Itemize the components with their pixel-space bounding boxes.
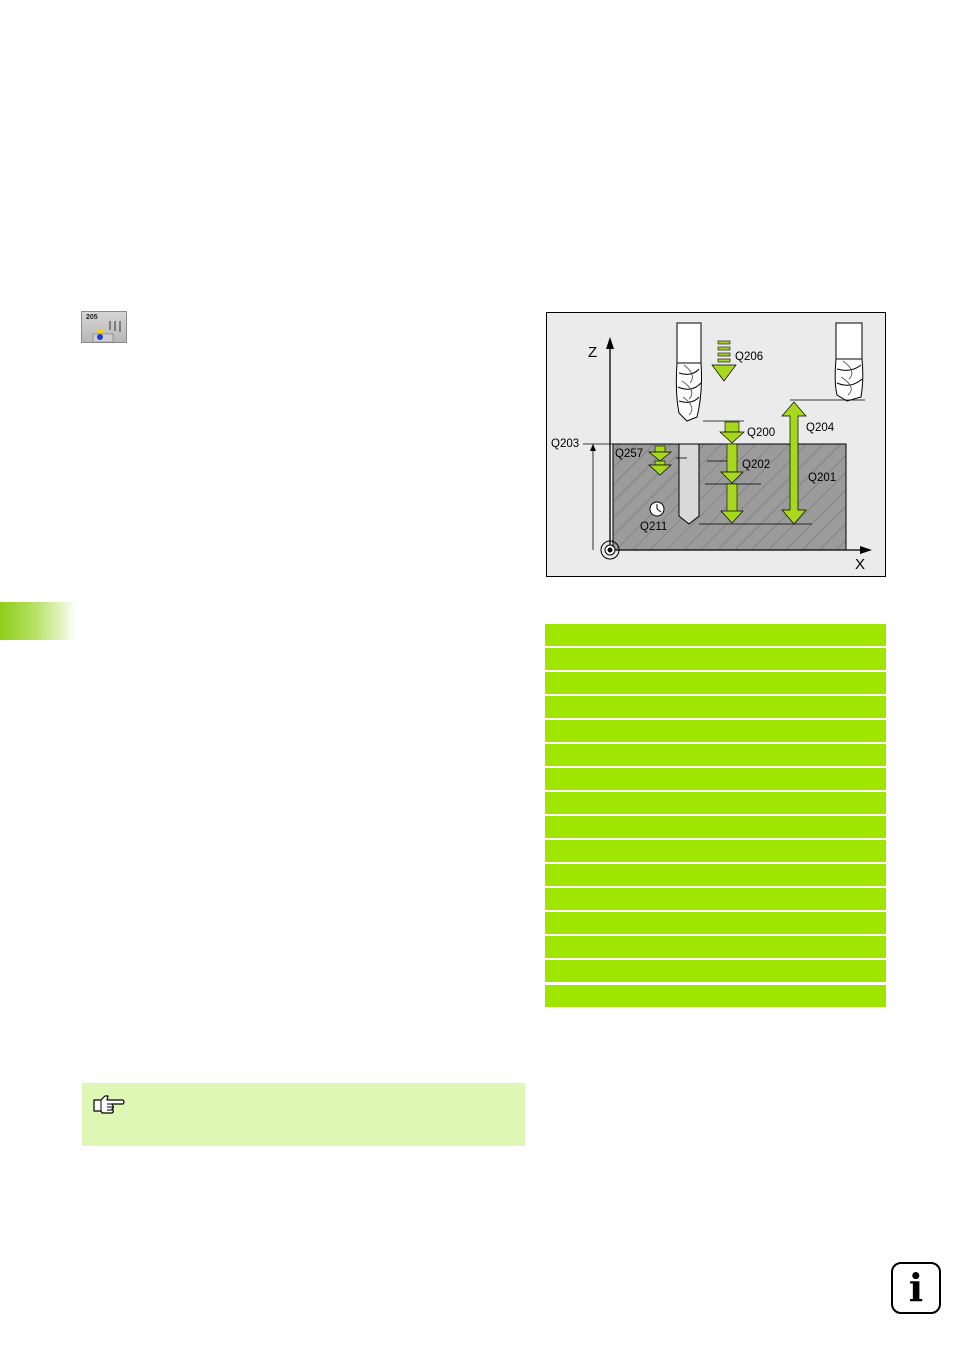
param-row-2 <box>545 648 886 670</box>
param-row-10 <box>545 840 886 862</box>
param-row-12 <box>545 888 886 910</box>
param-row-14 <box>545 936 886 958</box>
label-q200: Q200 <box>747 427 775 439</box>
label-q203: Q203 <box>551 438 579 450</box>
axis-z-label: Z <box>588 344 597 361</box>
label-q211: Q211 <box>640 521 667 533</box>
pointing-hand-icon <box>93 1095 125 1114</box>
param-row-4 <box>545 696 886 718</box>
label-q257: Q257 <box>615 448 643 460</box>
datum-icon <box>600 540 620 560</box>
q204-arrow <box>781 401 807 525</box>
cycle-diagram: Z X Q203 <box>546 312 886 577</box>
cycle-diagram-drawing: Z X Q203 <box>551 322 872 573</box>
info-glyph: i <box>908 1265 924 1310</box>
label-q201: Q201 <box>808 472 836 484</box>
note-box <box>82 1083 525 1146</box>
drill-tool-left <box>675 322 702 422</box>
param-row-13 <box>545 912 886 934</box>
chapter-tab <box>0 602 76 640</box>
param-row-16 <box>545 985 886 1007</box>
label-q206: Q206 <box>735 351 763 363</box>
q200-arrow <box>719 421 745 444</box>
param-row-1 <box>545 624 886 646</box>
q206-feed-arrow <box>711 340 737 382</box>
label-q202: Q202 <box>742 459 770 471</box>
info-icon: i <box>891 1262 941 1314</box>
dwell-clock-icon <box>649 501 665 517</box>
param-row-6 <box>545 744 886 766</box>
param-row-7 <box>545 768 886 790</box>
q257-arrow <box>648 445 672 476</box>
drill-tool-right <box>834 322 864 402</box>
param-row-11 <box>545 864 886 886</box>
cycle-softkey-icon: 205 <box>81 311 127 343</box>
q202-arrow <box>720 443 744 524</box>
param-row-5 <box>545 720 886 742</box>
drilled-hole <box>678 443 700 525</box>
param-row-15 <box>545 960 886 982</box>
cycle-pictogram <box>92 321 121 343</box>
param-row-9 <box>545 816 886 838</box>
label-q204: Q204 <box>806 422 835 434</box>
param-row-3 <box>545 672 886 694</box>
param-row-8 <box>545 792 886 814</box>
cycle-number: 205 <box>86 314 98 321</box>
axis-x-label: X <box>855 556 865 573</box>
